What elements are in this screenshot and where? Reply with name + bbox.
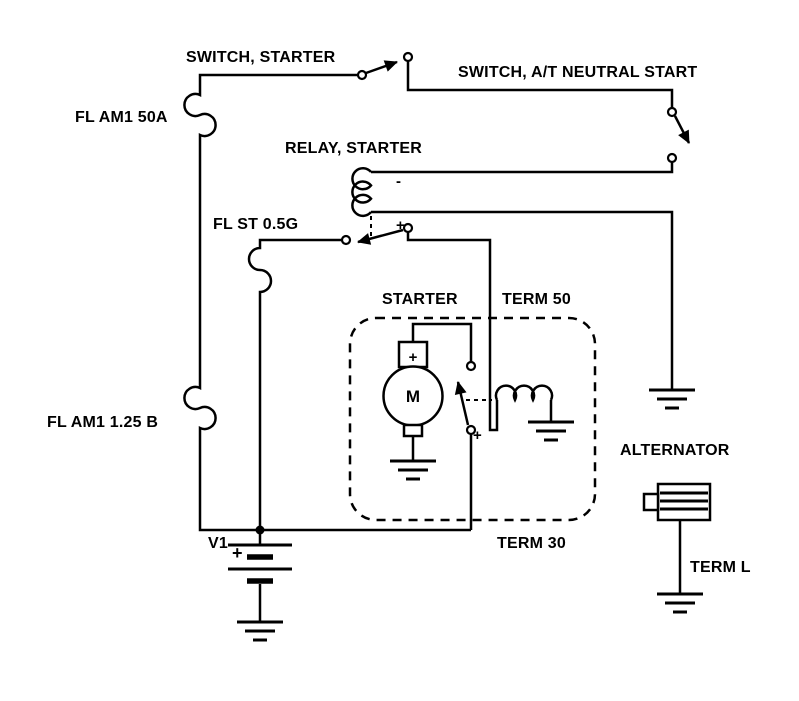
alternator [642,482,712,614]
battery-name-label: V1 [208,535,228,552]
wire-motor-to-contact [411,322,473,362]
label-starter: STARTER [382,291,458,308]
switch-blade-arrow-icon [365,60,398,75]
coil-icon [351,167,373,218]
switch-blade-arrow-icon [357,228,404,245]
label-term-50: TERM 50 [502,291,571,308]
switch-blade-arrow-icon [454,381,470,426]
label-switch-starter: SWITCH, STARTER [186,49,336,66]
switch-contact-icon [402,222,414,234]
starter-motor: + M [382,322,473,481]
switch-output-wire [406,61,674,108]
ground-icon [528,420,574,442]
label-fl-am1-50a: FL AM1 50A [75,109,168,126]
ground-icon [649,388,695,410]
switch-contact-icon [465,360,477,372]
fusible-link-icon [183,73,471,532]
switch-contact-icon [402,51,414,63]
wire-to-relay-coil [371,162,674,174]
diagram-labels: SWITCH, STARTER SWITCH, A/T NEUTRAL STAR… [47,49,751,576]
label-fl-st-05g: FL ST 0.5G [213,216,298,233]
wire-relay-to-solenoid [406,232,499,432]
switch-blade-arrow-icon [673,115,691,144]
starter-main-contact [454,360,477,530]
label-alternator: ALTERNATOR [620,442,730,459]
motor-bottom-terminal [402,423,424,438]
solenoid-plus-label: + [473,427,482,444]
label-term-30: TERM 30 [497,535,566,552]
relay-plus-label: + [396,217,405,234]
battery-plus-label: + [232,543,243,563]
relay-contact [247,222,499,535]
switch-at-neutral-start [371,106,695,410]
switch-starter [356,51,674,108]
alternator-terminal-nub [642,492,660,512]
main-feed-wire [183,73,471,532]
motor-m-label: M [406,387,420,406]
relay-minus-label: - [396,173,401,190]
starter-assembly-outline [348,316,597,522]
label-term-l: TERM L [690,559,751,576]
ground-icon [657,592,703,614]
relay-starter: - + [351,167,405,236]
motor-plus-label: + [409,349,418,366]
switch-contact-icon [666,106,678,118]
fusible-link-icon [247,238,342,530]
battery-icon: V1 + [208,530,292,642]
label-relay-starter: RELAY, STARTER [285,140,422,157]
ground-icon [237,620,283,642]
switch-contact-icon [356,69,368,81]
ground-icon [390,459,436,481]
wire-relay-coil-to-ground [371,210,674,390]
coil-icon [494,384,554,403]
switch-contact-icon [340,234,352,246]
label-switch-at-neutral-start: SWITCH, A/T NEUTRAL START [458,64,697,81]
switch-contact-icon [666,152,678,164]
starter-solenoid: + [466,384,574,444]
label-fl-am1-125b: FL AM1 1.25 B [47,414,158,431]
